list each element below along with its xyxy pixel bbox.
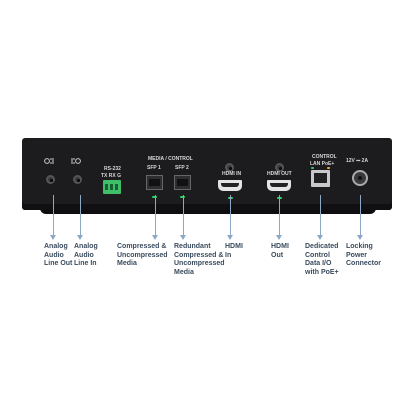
sfp1-led	[152, 196, 157, 198]
locking-power-connector[interactable]	[352, 170, 368, 186]
caption-hdmi-out: HDMI Out	[271, 243, 289, 259]
device-rear-panel: RS-232 TX RX G MEDIA / CONTROL SFP 1 SFP…	[22, 138, 392, 210]
caption-control-lan: Dedicated Control Data I/O with PoE+	[305, 243, 339, 276]
audio-out-icon	[43, 152, 55, 170]
hdmi-in-led-ring	[225, 163, 234, 172]
lan-activity-led	[327, 167, 330, 169]
rs232-label: RS-232	[104, 166, 121, 172]
media-control-label: MEDIA / CONTROL	[148, 156, 193, 162]
lan-link-led	[311, 167, 314, 169]
rs232-pins-label: TX RX G	[101, 173, 122, 179]
control-label: CONTROL	[312, 154, 337, 160]
hdmi-in-port[interactable]	[218, 180, 242, 191]
caption-hdmi-in: HDMI In	[225, 243, 243, 259]
sfp1-port[interactable]	[146, 175, 163, 190]
leader-audio-out	[50, 195, 56, 240]
control-lan-poe-port[interactable]	[311, 170, 330, 187]
leader-audio-in	[77, 195, 83, 240]
caption-analog-audio-line-in: Analog Audio Line In	[74, 243, 98, 267]
caption-compressed-media: Compressed & Uncompressed Media	[117, 243, 168, 267]
caption-analog-audio-line-out: Analog Audio Line Out	[44, 243, 73, 267]
sfp2-led	[180, 196, 185, 198]
audio-in-icon	[70, 152, 82, 170]
hdmi-out-port[interactable]	[267, 180, 291, 191]
power-rating-label: 12V ⎓ 2A	[346, 158, 369, 164]
sfp2-port[interactable]	[174, 175, 191, 190]
hdmi-in-label: HDMI IN	[222, 171, 242, 177]
rs232-terminal-block[interactable]	[103, 180, 121, 194]
leader-hdmi-in	[227, 195, 233, 240]
leader-power	[357, 195, 363, 240]
caption-power-connector: Locking Power Connector	[346, 243, 381, 267]
sfp2-label: SFP 2	[175, 165, 189, 171]
lan-poe-label: LAN PoE+	[310, 161, 335, 167]
leader-sfp2	[180, 195, 186, 240]
leader-hdmi-out	[276, 195, 282, 240]
leader-sfp1	[152, 195, 158, 240]
audio-line-out-jack[interactable]	[46, 175, 55, 184]
sfp1-label: SFP 1	[147, 165, 161, 171]
hdmi-out-led-ring	[275, 163, 284, 172]
leader-lan	[317, 195, 323, 240]
device-foot	[40, 206, 376, 214]
caption-redundant-media: Redundant Compressed & Uncompressed Medi…	[174, 243, 225, 276]
hdmi-out-label: HDMI OUT	[267, 171, 292, 177]
audio-line-in-jack[interactable]	[73, 175, 82, 184]
